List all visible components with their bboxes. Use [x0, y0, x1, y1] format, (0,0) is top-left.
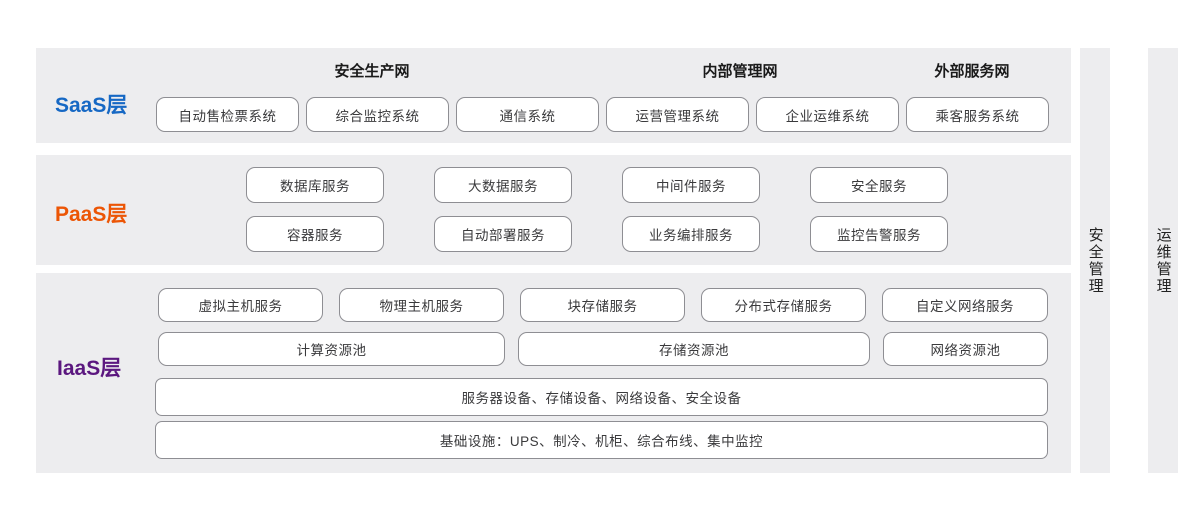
paas-service-box[interactable]: 大数据服务: [434, 167, 572, 203]
security-management-panel[interactable]: 安全管理: [1080, 48, 1110, 473]
paas-service-box[interactable]: 监控告警服务: [810, 216, 948, 252]
saas-service-box[interactable]: 通信系统: [456, 97, 599, 132]
iaas-infrastructure-box[interactable]: 基础设施：UPS、制冷、机柜、综合布线、集中监控: [155, 421, 1048, 459]
iaas-service-box[interactable]: 物理主机服务: [339, 288, 504, 322]
paas-service-box[interactable]: 安全服务: [810, 167, 948, 203]
paas-service-box[interactable]: 容器服务: [246, 216, 384, 252]
saas-service-box[interactable]: 运营管理系统: [606, 97, 749, 132]
saas-service-box[interactable]: 企业运维系统: [756, 97, 899, 132]
security-management-label: 安全管理: [1086, 226, 1104, 295]
paas-service-box[interactable]: 中间件服务: [622, 167, 760, 203]
iaas-service-box[interactable]: 块存储服务: [520, 288, 685, 322]
saas-service-box[interactable]: 综合监控系统: [306, 97, 449, 132]
ops-management-label: 运维管理: [1154, 226, 1172, 295]
network-group-label-external: 外部服务网: [934, 63, 1010, 80]
iaas-hardware-box[interactable]: 服务器设备、存储设备、网络设备、安全设备: [155, 378, 1048, 416]
iaas-resource-pool-box[interactable]: 存储资源池: [518, 332, 870, 366]
saas-service-box[interactable]: 自动售检票系统: [156, 97, 299, 132]
iaas-service-box[interactable]: 虚拟主机服务: [158, 288, 323, 322]
iaas-resource-pool-box[interactable]: 网络资源池: [883, 332, 1048, 366]
ops-management-panel[interactable]: 运维管理: [1148, 48, 1178, 473]
iaas-service-box[interactable]: 分布式存储服务: [701, 288, 866, 322]
iaas-service-box[interactable]: 自定义网络服务: [882, 288, 1048, 322]
paas-service-box[interactable]: 业务编排服务: [622, 216, 760, 252]
iaas-layer-label: IaaS层: [57, 357, 122, 380]
iaas-resource-pool-box[interactable]: 计算资源池: [158, 332, 505, 366]
paas-service-box[interactable]: 自动部署服务: [434, 216, 572, 252]
saas-layer-label: SaaS层: [55, 94, 128, 117]
network-group-label-production: 安全生产网: [334, 63, 410, 80]
paas-service-box[interactable]: 数据库服务: [246, 167, 384, 203]
saas-service-box[interactable]: 乘客服务系统: [906, 97, 1049, 132]
paas-layer-label: PaaS层: [55, 203, 128, 226]
network-group-label-internal: 内部管理网: [702, 63, 778, 80]
